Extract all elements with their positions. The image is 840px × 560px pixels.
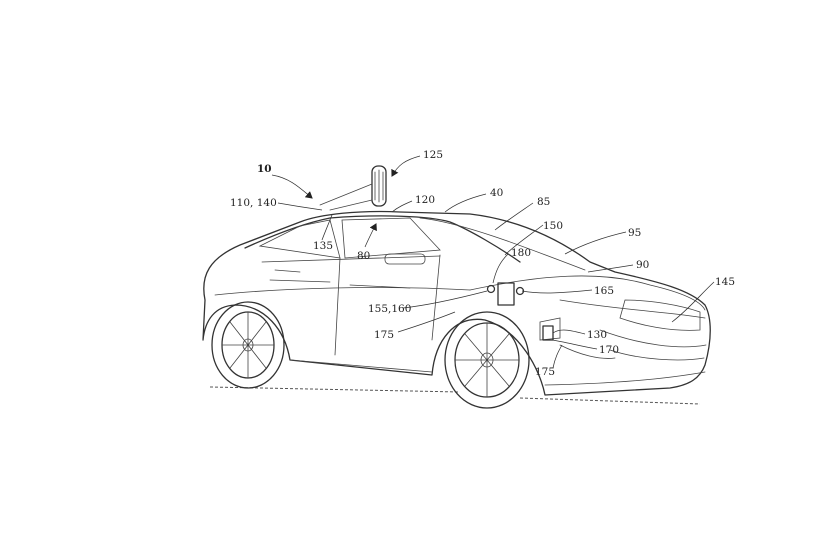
label-175-upper: 175 — [374, 329, 394, 341]
label-150: 150 — [543, 220, 563, 232]
label-125: 125 — [423, 149, 443, 161]
vehicle-body — [202, 165, 711, 396]
rear-wheel — [211, 301, 285, 389]
leader-lines — [271, 155, 715, 369]
label-120: 120 — [415, 194, 435, 206]
label-10: 10 — [257, 163, 272, 175]
label-110-140: 110, 140 — [230, 197, 277, 209]
label-90: 90 — [636, 259, 649, 271]
label-155-160: 155,160 — [368, 303, 411, 315]
label-40: 40 — [490, 187, 503, 199]
label-95: 95 — [628, 227, 641, 239]
label-145: 145 — [715, 276, 735, 288]
label-175-lower: 175 — [535, 366, 555, 378]
label-135: 135 — [313, 240, 333, 252]
label-80: 80 — [357, 250, 370, 262]
reference-numerals: 10 125 110, 140 120 40 85 135 80 150 95 … — [230, 149, 735, 378]
label-130: 130 — [587, 329, 607, 341]
label-170: 170 — [599, 344, 619, 356]
label-85: 85 — [537, 196, 550, 208]
label-165: 165 — [594, 285, 614, 297]
ground-line — [209, 386, 701, 405]
front-wheel — [444, 311, 530, 409]
label-180: 180 — [511, 247, 531, 259]
